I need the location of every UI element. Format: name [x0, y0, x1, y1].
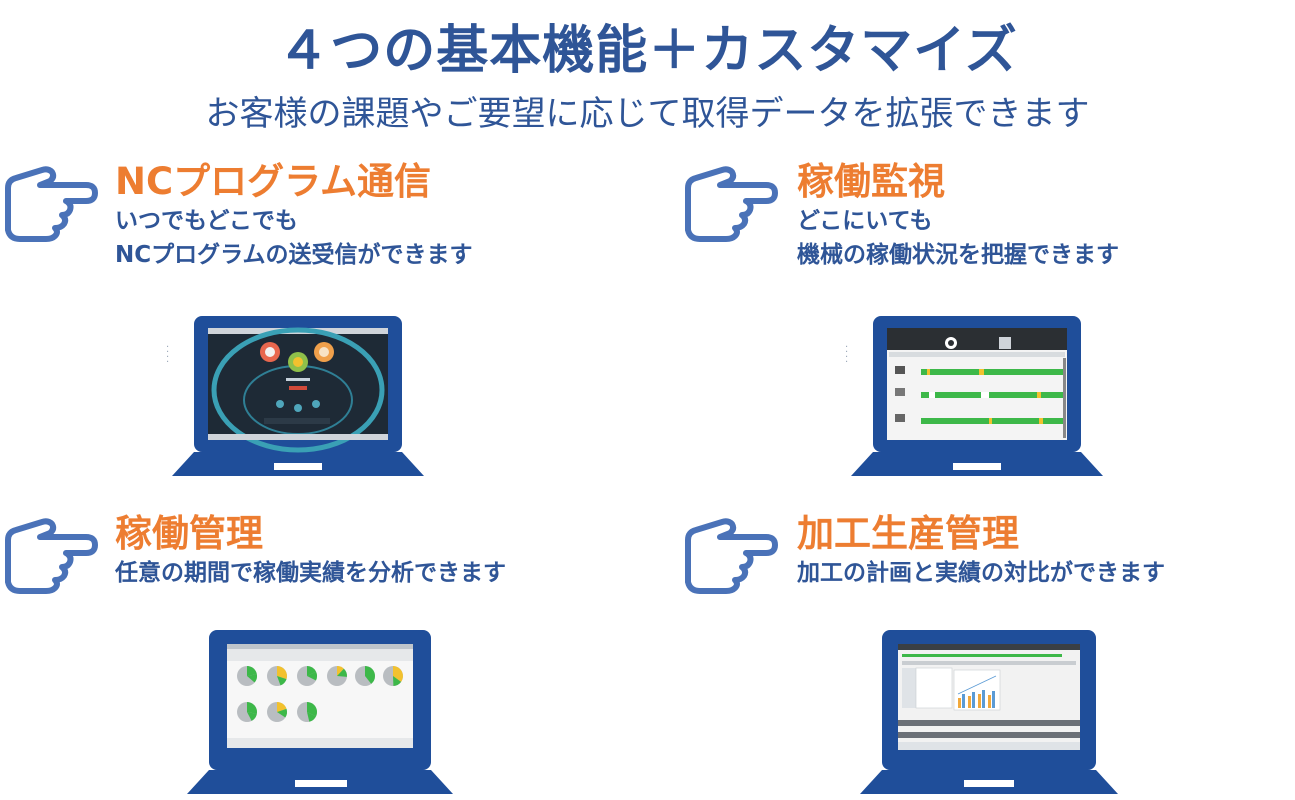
pie-slice: [337, 666, 344, 676]
pie-slice: [247, 712, 257, 721]
nc-program-screen: [208, 327, 388, 453]
divider-dots: ····: [845, 342, 849, 368]
pie-slice: [307, 712, 317, 722]
feature-desc-line: 機械の稼働状況を把握できます: [797, 242, 1119, 268]
feature-operation-analysis: 稼働管理 任意の期間で稼働実績を分析できます: [115, 512, 506, 590]
divider-dots: ····: [166, 342, 170, 368]
page-title: ４つの基本機能＋カスタマイズ: [277, 21, 1018, 81]
pie-slice: [277, 708, 287, 718]
feature-desc-line: 加工の計画と実績の対比ができます: [797, 560, 1165, 586]
pointing-hand-icon: [685, 166, 778, 242]
pie-slice: [277, 666, 287, 680]
feature-heading: 稼働管理: [115, 512, 263, 555]
pointing-hand-icon: [5, 518, 98, 594]
feature-heading: 加工生産管理: [797, 512, 1019, 555]
feature-desc-line: いつでもどこでも: [115, 208, 298, 234]
feature-nc-program: NCプログラム通信 いつでもどこでも NCプログラムの送受信ができます: [115, 160, 472, 272]
operation-monitor-screen: [887, 328, 1067, 440]
pointing-hand-icon: [685, 518, 778, 594]
pointing-hand-icon: [5, 166, 98, 242]
pie-slice: [337, 668, 348, 677]
laptop-nc-program: [172, 316, 424, 476]
laptop-operation-monitor: [851, 316, 1103, 476]
pie-slice: [307, 666, 317, 676]
pie-slice: [393, 666, 404, 682]
pie-slice: [277, 702, 287, 712]
pie-slice: [393, 676, 402, 686]
production-plan-screen: [898, 644, 1080, 750]
pie-slice: [277, 676, 287, 686]
feature-heading: NCプログラム通信: [115, 160, 432, 203]
page-subtitle: お客様の課題やご要望に応じて取得データを拡張できます: [205, 94, 1090, 134]
operation-analysis-screen: [227, 644, 413, 748]
pie-slice: [365, 666, 375, 676]
feature-production-plan: 加工生産管理 加工の計画と実績の対比ができます: [797, 512, 1165, 590]
feature-heading: 稼働監視: [797, 160, 945, 203]
pie-slice: [247, 702, 257, 714]
pie-slice: [307, 671, 318, 681]
pie-slice: [307, 702, 318, 717]
pie-slice: [247, 666, 257, 676]
feature-desc-line: NCプログラムの送受信ができます: [115, 242, 473, 268]
feature-desc-line: どこにいても: [797, 208, 933, 234]
laptop-operation-analysis: [187, 630, 453, 794]
pie-slice: [365, 676, 375, 684]
pie-slice: [247, 674, 257, 683]
laptop-production-plan: [860, 630, 1118, 794]
feature-desc-line: 任意の期間で稼働実績を分析できます: [115, 560, 506, 586]
feature-operation-monitor: 稼働監視 どこにいても 機械の稼働状況を把握できます: [797, 160, 1119, 272]
